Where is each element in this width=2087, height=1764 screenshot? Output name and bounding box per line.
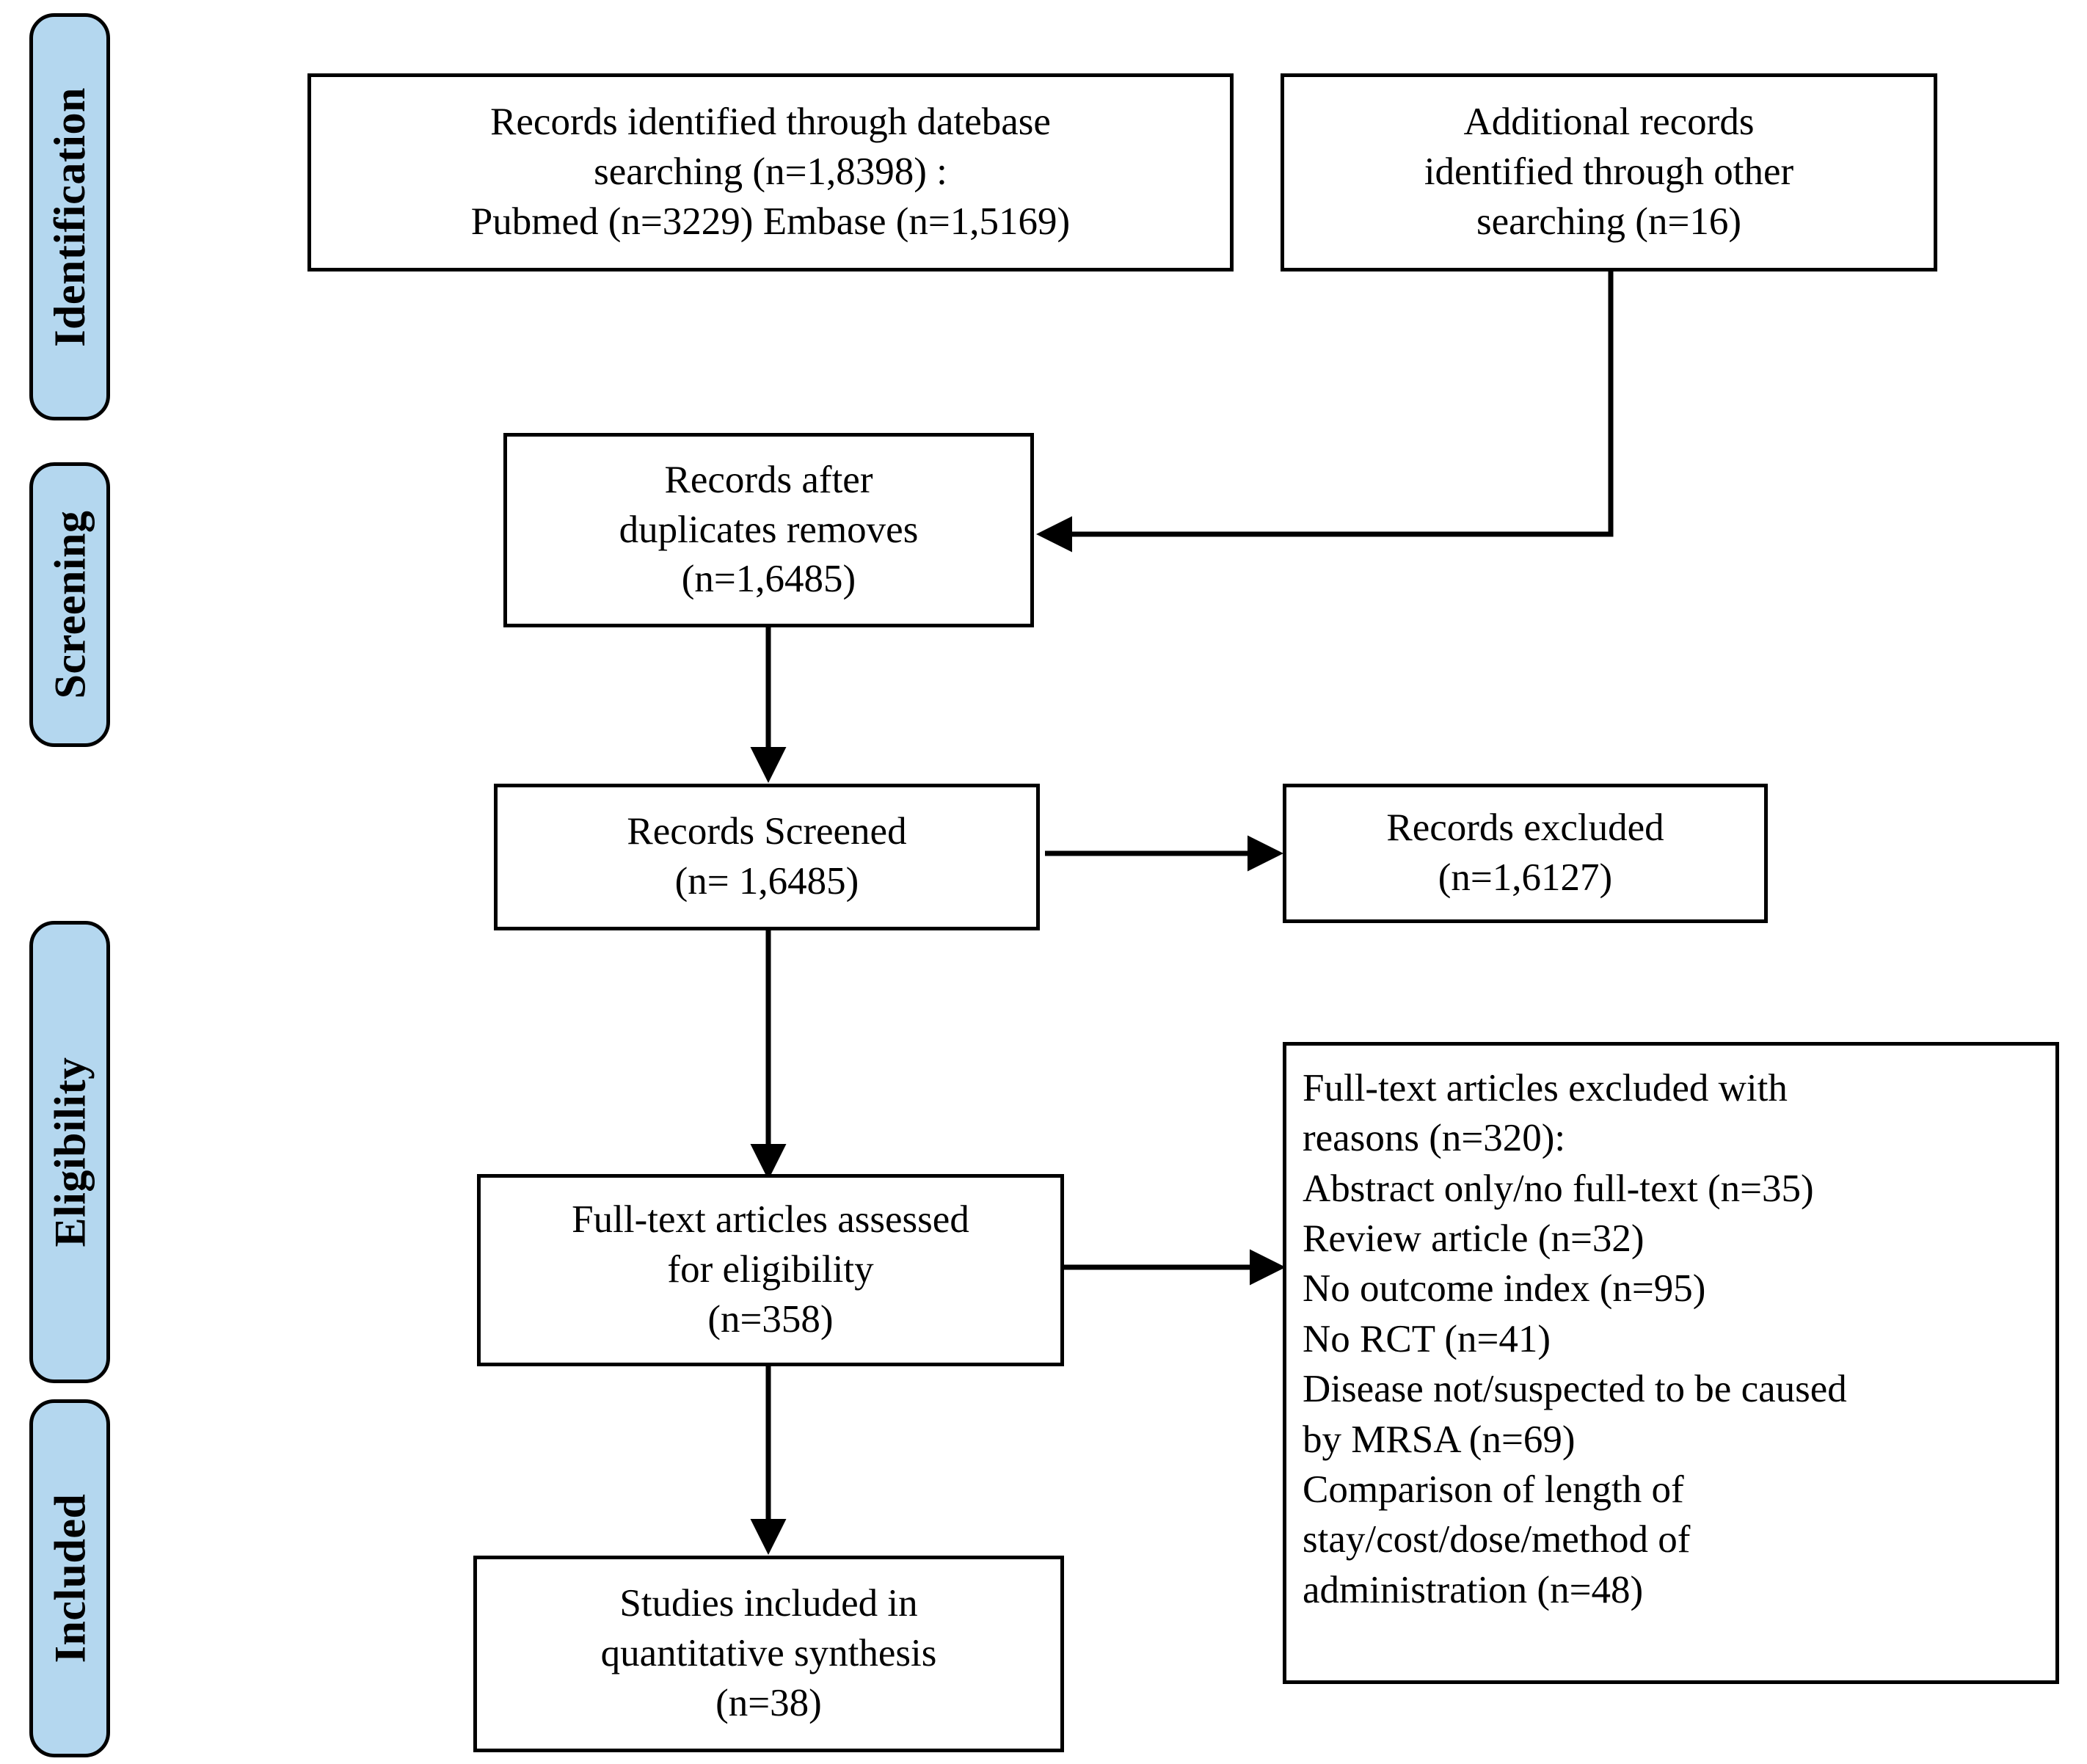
box-records-screened-text: Records Screened (n= 1,6485) <box>627 810 907 903</box>
box-studies-included-quantitative-text: Studies included in quantitative synthes… <box>600 1582 937 1724</box>
box-records-excluded: Records excluded (n=1,6127) <box>1283 784 1768 923</box>
box-fulltext-excluded-reasons-text: Full-text articles excluded with reasons… <box>1303 1067 1847 1611</box>
phase-label-eligibility: Eligibility <box>45 1057 95 1247</box>
box-fulltext-assessed-eligibility-text: Full-text articles assessed for eligibil… <box>572 1198 969 1341</box>
phase-label-included: Included <box>45 1493 95 1663</box>
box-records-after-duplicates-text: Records after duplicates removes (n=1,64… <box>619 458 919 601</box>
phase-label-screening: Screening <box>45 510 94 699</box>
box-records-after-duplicates: Records after duplicates removes (n=1,64… <box>503 433 1034 627</box>
phase-pill-screening: Screening <box>29 462 110 747</box>
phase-pill-identification: Identification <box>29 13 110 420</box>
box-records-excluded-text: Records excluded (n=1,6127) <box>1386 806 1664 899</box>
phase-pill-included: Included <box>29 1399 110 1757</box>
box-additional-records-other: Additional records identified through ot… <box>1281 73 1937 271</box>
phase-pill-eligibility: Eligibility <box>29 921 110 1383</box>
box-additional-records-other-text: Additional records identified through ot… <box>1424 101 1794 243</box>
box-studies-included-quantitative: Studies included in quantitative synthes… <box>473 1556 1064 1752</box>
box-records-screened: Records Screened (n= 1,6485) <box>494 784 1040 930</box>
box-records-identified-database-text: Records identified through datebase sear… <box>470 101 1071 243</box>
box-fulltext-assessed-eligibility: Full-text articles assessed for eligibil… <box>477 1174 1064 1366</box>
box-fulltext-excluded-reasons: Full-text articles excluded with reasons… <box>1283 1042 2059 1684</box>
phase-label-identification: Identification <box>45 87 95 347</box>
box-records-identified-database: Records identified through datebase sear… <box>307 73 1234 271</box>
